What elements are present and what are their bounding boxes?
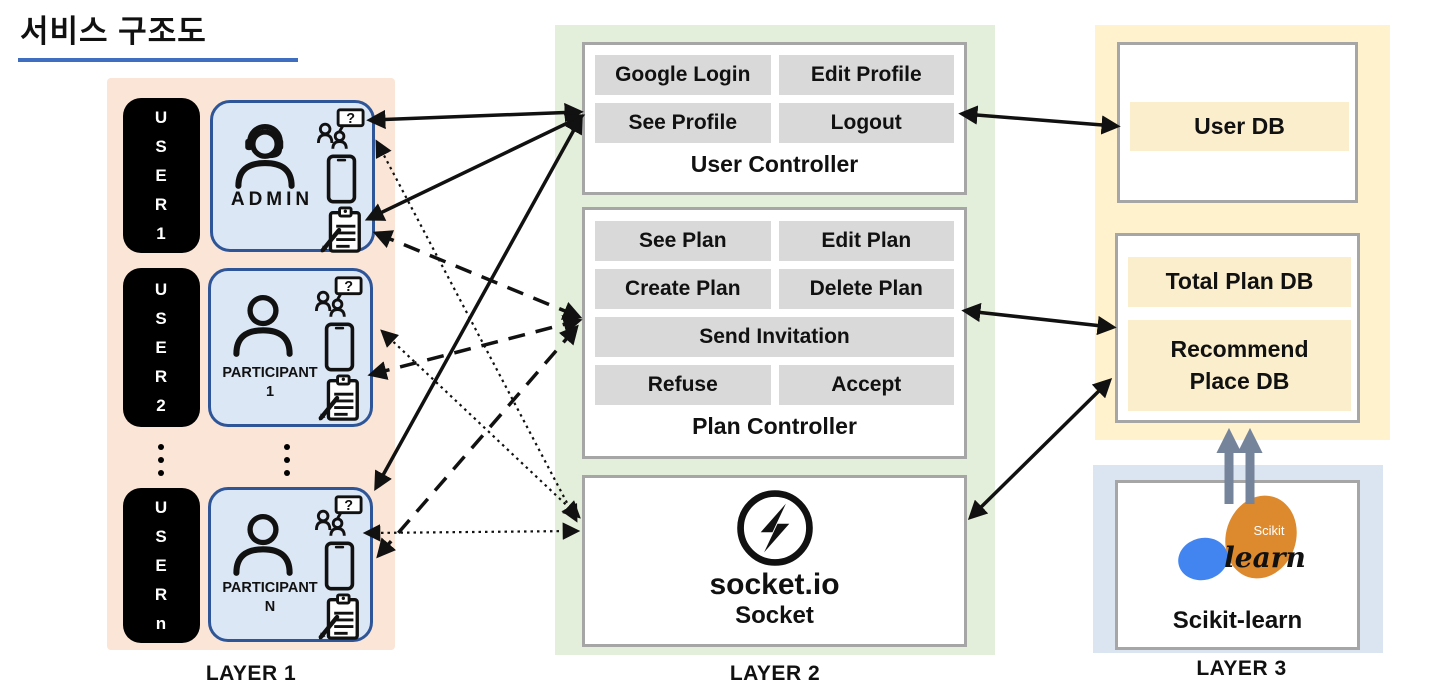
participant-person-icon: [233, 513, 293, 576]
usern-pill: U S E R n: [123, 488, 200, 643]
socket-box: socket.io Socket: [582, 475, 967, 647]
plan-controller-title: Plan Controller: [692, 413, 857, 439]
ellipsis-more-users: [158, 444, 164, 476]
arrow-user1clipboard-usercontroller: [364, 114, 586, 221]
svg-text:?: ?: [346, 111, 355, 127]
ellipsis-more-participants: [284, 444, 290, 476]
arrow-user1-usercontroller: [366, 102, 584, 130]
user-controller-box: Google Login Edit Profile See Profile Lo…: [582, 42, 967, 195]
delete-plan-button: Delete Plan: [778, 269, 954, 309]
user2-pill: U S E R 2: [123, 268, 200, 427]
edit-profile-button: Edit Profile: [778, 55, 954, 95]
group-question-icon: ?: [317, 108, 365, 149]
recommend-place-db-bar: Recommend Place DB: [1128, 320, 1351, 411]
phone-icon: [326, 154, 356, 204]
group-question-icon: ?: [315, 495, 363, 536]
svg-text:?: ?: [344, 498, 353, 514]
page-title: 서비스 구조도: [20, 14, 207, 49]
arrow-usern-usercontroller: [374, 113, 583, 492]
socket-title: Socket: [735, 602, 814, 629]
plan-db-box: Total Plan DB Recommend Place DB: [1115, 233, 1360, 423]
logout-button: Logout: [778, 103, 954, 143]
layer2-label: LAYER 2: [729, 662, 821, 685]
user2-role-label: PARTICIPANT 1: [222, 365, 318, 401]
arrow-user2-plancontroller: [367, 315, 583, 380]
arrow-user1-socket: [375, 139, 578, 523]
admin-person-headset-icon: [235, 124, 295, 189]
send-invitation-button: Send Invitation: [595, 317, 954, 357]
scikit-learn-label: Scikit-learn: [1172, 607, 1303, 634]
scikit-learn-box: Scikit learn Scikit-learn: [1115, 480, 1360, 650]
participant-person-icon: [233, 294, 293, 357]
see-profile-button: See Profile: [595, 103, 771, 143]
edit-plan-button: Edit Plan: [778, 221, 954, 261]
scikit-logo-top-text: Scikit: [1253, 523, 1284, 538]
usern-role-label: PARTICIPANT N: [222, 580, 318, 616]
user1-role-label: ADMIN: [230, 189, 314, 211]
arrow-user2-socket: [380, 329, 581, 519]
plan-controller-box: See Plan Edit Plan Create Plan Delete Pl…: [582, 207, 967, 459]
user2-participant-box: PARTICIPANT 1 ?: [208, 268, 373, 427]
create-plan-button: Create Plan: [595, 269, 771, 309]
layer3-label: LAYER 3: [1196, 657, 1287, 680]
phone-icon: [324, 322, 354, 372]
phone-icon: [324, 541, 354, 591]
see-plan-button: See Plan: [595, 221, 771, 261]
arrow-user1-plancontroller: [372, 230, 583, 320]
user-controller-title: User Controller: [690, 151, 859, 177]
scikit-logo-script-text: learn: [1224, 541, 1306, 574]
svg-text:?: ?: [344, 279, 353, 295]
socketio-bolt-icon: [736, 490, 813, 566]
clipboard-pencil-icon: [318, 374, 359, 421]
user1-admin-box: ADMIN ?: [210, 100, 375, 253]
title-underline: [18, 58, 298, 62]
scikit-learn-logo: Scikit learn: [1178, 495, 1306, 581]
clipboard-pencil-icon: [320, 206, 361, 253]
user1-pill: U S E R 1: [123, 98, 200, 253]
refuse-button: Refuse: [595, 365, 771, 405]
user-db-box: User DB: [1117, 42, 1358, 203]
socketio-wordmark: socket.io: [709, 568, 840, 601]
clipboard-pencil-icon: [318, 593, 359, 640]
usern-participant-box: PARTICIPANT N ?: [208, 487, 373, 642]
total-plan-db-bar: Total Plan DB: [1128, 257, 1351, 307]
group-question-icon: ?: [315, 276, 363, 317]
accept-button: Accept: [778, 365, 954, 405]
arrow-usern-socket: [362, 522, 581, 542]
layer1-label: LAYER 1: [205, 662, 297, 685]
user-db-bar: User DB: [1130, 102, 1349, 151]
google-login-button: Google Login: [595, 55, 771, 95]
arrow-usern-plancontroller: [376, 324, 579, 559]
